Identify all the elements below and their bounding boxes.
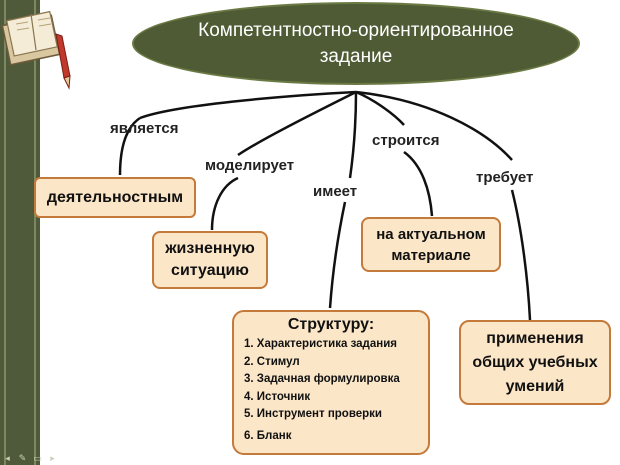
structure-heading: Структуру: bbox=[287, 316, 375, 333]
node-line: умений bbox=[505, 378, 565, 395]
next-slide-icon[interactable]: ▸ bbox=[50, 453, 55, 463]
node-line: общих учебных bbox=[472, 354, 598, 371]
node-skills: применения общих учебных умений bbox=[459, 320, 611, 405]
slide-sidebar bbox=[0, 0, 40, 465]
node-line: жизненную bbox=[165, 240, 255, 257]
node-life-situation: жизненную ситуацию bbox=[152, 231, 268, 289]
list-item: 5. Инструмент проверки bbox=[244, 408, 382, 420]
central-title-line: Компетентностно-ориентированное bbox=[198, 19, 514, 41]
connector-requires-down bbox=[510, 189, 532, 321]
connector-to-requires bbox=[355, 90, 513, 161]
edge-label-is: является bbox=[110, 120, 179, 137]
connector-is-down bbox=[118, 116, 141, 176]
edge-label-models: моделирует bbox=[205, 157, 295, 174]
slide-navigation: ◂ ✎ ▭ ▸ bbox=[2, 454, 58, 463]
connector-to-models bbox=[237, 90, 357, 157]
list-item: 4. Источник bbox=[244, 390, 311, 403]
edge-label-has: имеет bbox=[313, 183, 358, 200]
node-line: на актуальном bbox=[376, 226, 486, 243]
central-ellipse: Компетентностно-ориентированное задание bbox=[132, 2, 580, 85]
structure-box: Структуру: 1. Характеристика задания 2. … bbox=[232, 310, 430, 455]
list-item: 1. Характеристика задания bbox=[244, 338, 397, 350]
pen-icon[interactable]: ✎ bbox=[18, 453, 27, 463]
node-actual-material: на актуальном материале bbox=[361, 217, 501, 272]
prev-slide-icon[interactable]: ◂ bbox=[5, 453, 10, 463]
edge-label-built: строится bbox=[372, 132, 440, 149]
node-line: ситуацию bbox=[171, 262, 249, 279]
sidebar-stripe bbox=[34, 0, 36, 465]
list-item: 6. Бланк bbox=[244, 429, 292, 442]
list-item: 2. Стимул bbox=[244, 355, 300, 368]
connector-built-down bbox=[403, 150, 434, 217]
sidebar-stripe bbox=[4, 0, 6, 465]
edge-label-requires: требует bbox=[476, 169, 534, 186]
connector-to-is bbox=[139, 90, 357, 120]
structure-list: 1. Характеристика задания 2. Стимул 3. З… bbox=[234, 336, 428, 445]
node-line: применения bbox=[486, 330, 584, 347]
node-line: материале bbox=[391, 247, 471, 264]
connector-has-down bbox=[328, 201, 347, 309]
connector-models-down bbox=[210, 176, 239, 231]
book-icon bbox=[1, 10, 61, 66]
menu-icon[interactable]: ▭ bbox=[33, 453, 42, 463]
central-title-line: задание bbox=[319, 45, 393, 67]
connector-to-built bbox=[355, 90, 405, 126]
node-activity: деятельностным bbox=[34, 177, 196, 218]
connector-to-has bbox=[348, 91, 358, 179]
list-item: 3. Задачная формулировка bbox=[244, 373, 400, 385]
pencil-icon bbox=[55, 33, 71, 90]
